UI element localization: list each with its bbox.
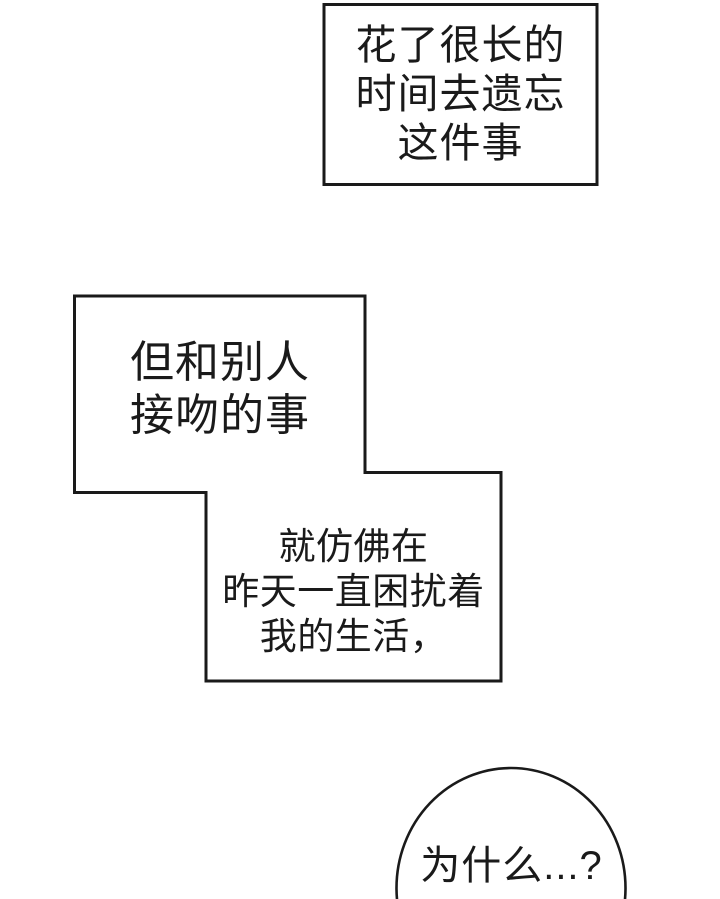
text-line: 这件事 bbox=[397, 120, 524, 166]
thought-box-middle-text: 就仿佛在 昨天一直困扰着 我的生活， bbox=[206, 487, 501, 696]
text-line: 我的生活， bbox=[259, 616, 448, 657]
thought-boxes-middle-outline bbox=[73, 294, 503, 683]
thought-box-left-text: 但和别人 接吻的事 bbox=[75, 291, 365, 487]
text-line: 但和别人 bbox=[130, 338, 310, 387]
text-line: 时间去遗忘 bbox=[355, 71, 566, 117]
speech-bubble-bottom-text: 为什么...? bbox=[398, 842, 625, 890]
text-line: 花了很长的 bbox=[355, 22, 566, 68]
text-line: 接吻的事 bbox=[130, 391, 310, 440]
thought-box-top-outline bbox=[322, 3, 599, 186]
thought-box-top-text: 花了很长的 时间去遗忘 这件事 bbox=[324, 5, 597, 184]
text-line: 就仿佛在 bbox=[278, 526, 429, 567]
text-line: 为什么...? bbox=[420, 844, 603, 888]
text-line: 昨天一直困扰着 bbox=[222, 571, 485, 612]
speech-bubble-bottom-outline bbox=[395, 766, 627, 899]
